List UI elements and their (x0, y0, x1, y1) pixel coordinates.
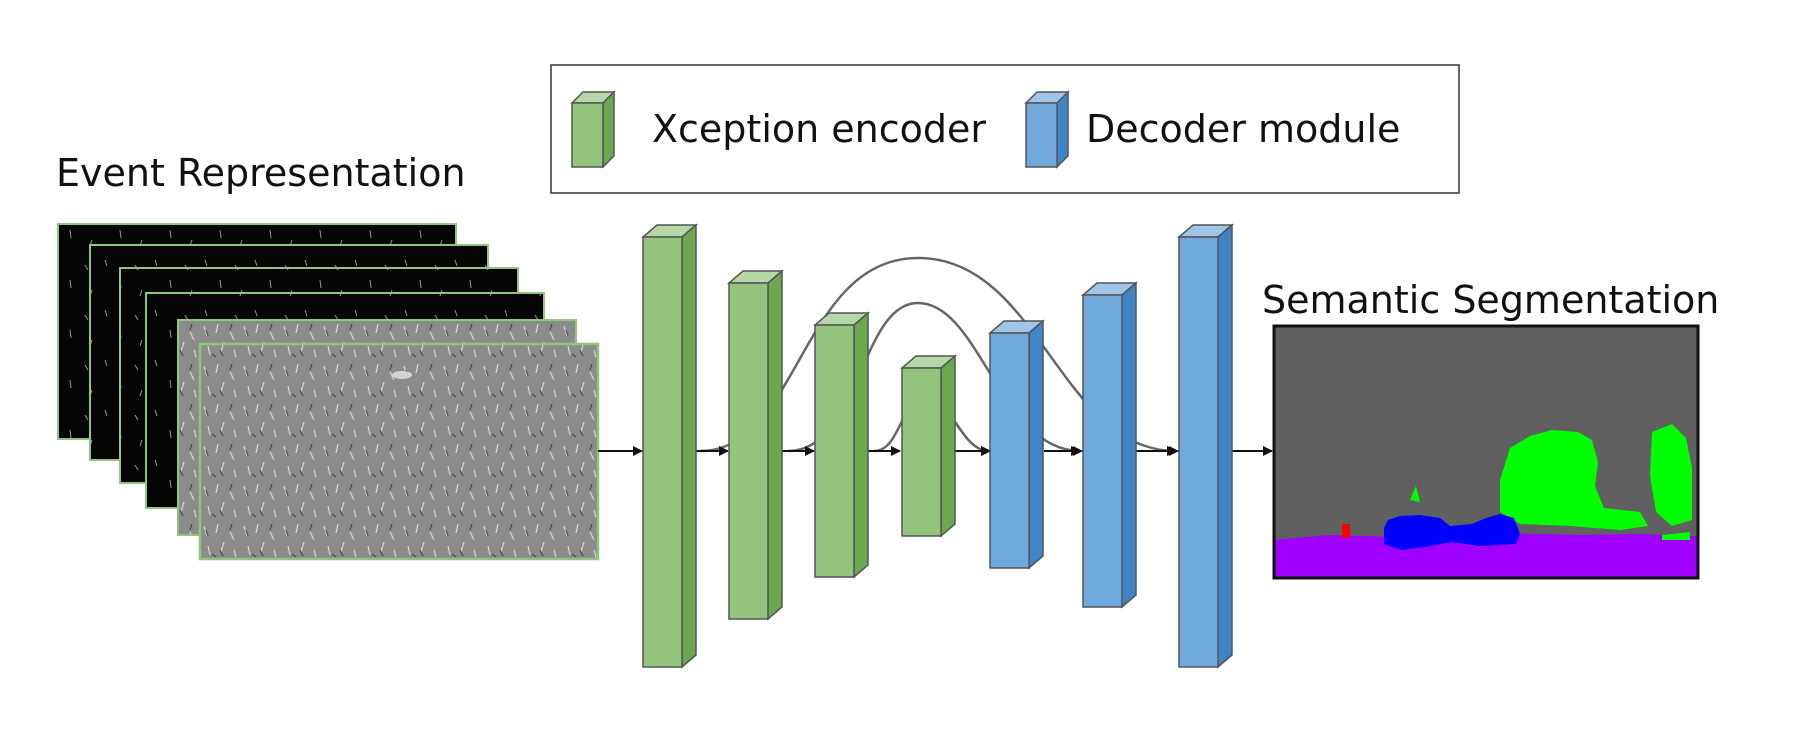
encoder-block-3 (812, 311, 871, 579)
output-title: Semantic Segmentation (1262, 278, 1719, 322)
segmentation-vegetation-main (1500, 430, 1648, 530)
decoder-block-1 (987, 319, 1046, 570)
segmentation-vegetation-small (1410, 486, 1420, 502)
encoder-block-4 (899, 354, 958, 538)
segmentation-output (1272, 324, 1700, 580)
segmentation-vegetation-right (1650, 424, 1692, 526)
decoder-block-2 (1080, 281, 1139, 609)
legend: Xception encoder Decoder module (550, 64, 1460, 194)
segmentation-vegetation-ground (1662, 532, 1690, 540)
decoder-block-3 (1176, 223, 1235, 669)
legend-decoder-swatch (1024, 90, 1070, 169)
segmentation-ground (1274, 533, 1698, 578)
legend-encoder-label: Xception encoder (652, 107, 986, 151)
legend-decoder-label: Decoder module (1086, 107, 1400, 151)
segmentation-frame (1272, 324, 1700, 580)
segmentation-vehicle (1384, 514, 1520, 550)
encoder-block-1 (640, 223, 699, 669)
event-frame-6 (198, 342, 600, 561)
encoder-block-2 (726, 269, 785, 621)
legend-frame (550, 64, 1460, 194)
legend-encoder-swatch (570, 90, 616, 169)
event-representation-stack (57, 223, 600, 561)
segmentation-person (1342, 524, 1350, 538)
input-title: Event Representation (56, 151, 466, 195)
